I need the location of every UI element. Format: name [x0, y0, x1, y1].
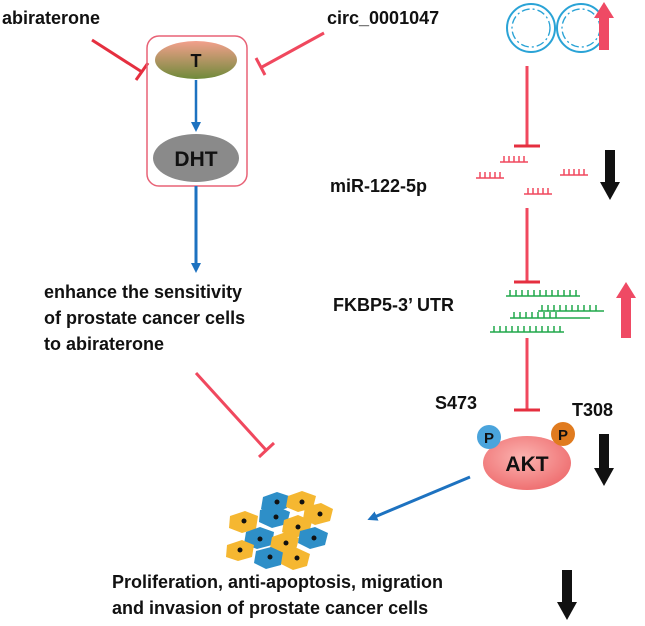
phospho-s473-badge [477, 425, 501, 449]
mir-down-arrow [600, 150, 620, 200]
sensitivity-line-3: to abiraterone [44, 334, 164, 354]
s473-label: S473 [435, 393, 477, 413]
fkbp5-label: FKBP5-3’ UTR [333, 295, 454, 315]
outcome-down-arrow [557, 570, 577, 620]
akt-to-cells-arrow [367, 475, 471, 521]
abiraterone-label: abiraterone [2, 8, 100, 28]
sensitivity-line-1: enhance the sensitivity [44, 282, 242, 302]
sensitivity-to-cells-inhibition-line [194, 371, 268, 452]
dht-label: DHT [174, 148, 217, 171]
testosterone-label: T [191, 51, 202, 71]
abiraterone-inhibition-bar [134, 62, 150, 81]
sensitivity-line-2: of prostate cancer cells [44, 308, 245, 328]
outcome-line-1: Proliferation, anti-apoptosis, migration [112, 572, 443, 592]
mrna-utr-icon [490, 290, 604, 333]
akt-down-arrow [594, 434, 614, 486]
circ-up-arrow [594, 2, 614, 50]
circ-label: circ_0001047 [327, 8, 439, 28]
circular-rna-icon [506, 3, 606, 53]
phospho-t308-badge [551, 422, 575, 446]
phospho-s473-label: P [484, 430, 494, 447]
t308-label: T308 [572, 400, 613, 420]
circ-to-box-inhibition-bar [254, 57, 267, 76]
fkbp5-up-arrow [616, 282, 636, 338]
circ-to-box-inhibition-line [261, 31, 325, 69]
abiraterone-inhibition-line [91, 38, 143, 74]
mirna-strand-icon [476, 156, 588, 195]
phospho-t308-label: P [558, 427, 568, 444]
outcome-line-2: and invasion of prostate cancer cells [112, 598, 428, 618]
cancer-cell-cluster-icon [226, 491, 333, 570]
dht-node [153, 134, 239, 182]
mir-label: miR-122-5p [330, 176, 427, 196]
testosterone-node [155, 41, 237, 79]
sensitivity-to-cells-inhibition-bar [257, 441, 276, 459]
akt-label: AKT [505, 453, 548, 476]
akt-node [483, 436, 571, 490]
